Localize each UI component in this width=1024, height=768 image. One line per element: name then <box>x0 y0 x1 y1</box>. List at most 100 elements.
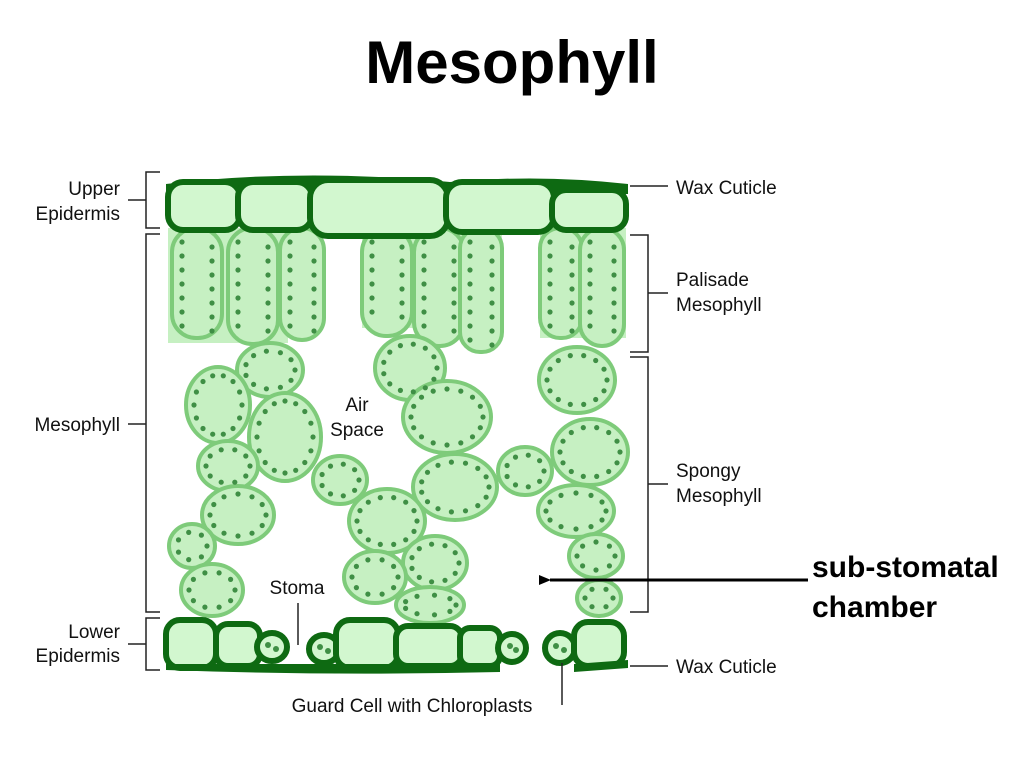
chloroplast-dot <box>287 281 293 287</box>
chloroplast-dot <box>475 465 481 471</box>
chloroplast-dot <box>369 253 375 259</box>
epidermis-cell <box>393 623 465 669</box>
chloroplast-dot <box>209 258 215 264</box>
chloroplast-dot <box>547 366 553 372</box>
palisade-cell <box>538 226 584 340</box>
chloroplast-dot <box>557 449 563 455</box>
chloroplast-dot <box>447 608 453 615</box>
guard-cell <box>254 630 290 664</box>
chloroplast-dot <box>399 272 405 278</box>
chloroplast-dot <box>377 541 383 548</box>
chloroplast-dot <box>447 596 453 602</box>
chloroplast-dot <box>451 314 457 320</box>
chloroplast-dot <box>544 377 550 383</box>
chloroplast-dot <box>235 309 241 315</box>
palisade-cell <box>278 226 326 342</box>
chloroplast-dot <box>232 479 238 485</box>
chloroplast-dot <box>311 272 317 278</box>
chloroplast-dot <box>179 267 185 273</box>
chloroplast-dot <box>243 473 249 479</box>
label-upper-epidermis-1: Upper <box>68 179 120 200</box>
chloroplast-dot <box>489 300 495 306</box>
chloroplast-dot <box>381 371 387 377</box>
epidermis-cell <box>165 179 243 233</box>
chloroplast-dot <box>204 543 210 549</box>
chloroplast-dot <box>186 587 192 593</box>
chloroplast-dot <box>265 286 271 292</box>
chloroplast-dot <box>239 402 245 408</box>
chloroplast-dot <box>537 458 543 464</box>
chloroplast-dot <box>265 244 271 250</box>
chloroplast-dot <box>451 244 457 250</box>
chloroplast-dot <box>271 401 277 407</box>
chloroplast-dot <box>434 365 440 371</box>
chloroplast-dot <box>587 309 593 315</box>
chloroplast-dot <box>606 429 612 436</box>
chloroplast-dot <box>581 401 587 407</box>
spongy-cell <box>536 483 616 539</box>
chloroplast-dot <box>573 490 579 496</box>
chloroplast-dot <box>381 359 387 365</box>
chloroplast-dot <box>207 453 213 459</box>
label-palisade-2: Mesophyll <box>676 295 762 316</box>
lower-epidermis <box>163 617 628 674</box>
chloroplast-dot <box>369 309 375 315</box>
chloroplast-dot <box>467 253 473 259</box>
chloroplast-dot <box>587 253 593 259</box>
chloroplast-dot <box>249 530 255 536</box>
chloroplast-dot <box>599 499 605 505</box>
chloroplast-dot <box>209 328 215 334</box>
chloroplast-dot <box>467 337 473 343</box>
chloroplast-dot <box>431 592 438 598</box>
chloroplast-dot <box>287 267 293 273</box>
chloroplast-dot <box>262 459 268 466</box>
chloroplast-dot <box>547 323 553 329</box>
label-lower-epidermis-1: Lower <box>68 622 120 643</box>
chloroplast-dot <box>467 323 473 329</box>
chloroplast-dot <box>411 425 417 431</box>
chloroplast-dot <box>235 281 241 287</box>
chloroplast-dot <box>421 323 427 329</box>
chloroplast-dot <box>422 345 428 351</box>
chloroplast-dot <box>357 528 363 535</box>
chloroplast-dot <box>611 300 617 306</box>
chloroplast-dot <box>287 239 293 245</box>
chloroplast-dot <box>429 541 435 547</box>
chloroplast-dot <box>580 543 586 549</box>
chloroplast-dot <box>352 487 358 493</box>
chloroplast-dot <box>594 473 600 479</box>
chloroplast-dot <box>277 384 283 390</box>
chloroplast-dot <box>399 258 405 264</box>
chloroplast-dot <box>311 300 317 306</box>
chloroplast-dot <box>249 494 255 500</box>
chloroplast-dot <box>604 377 610 383</box>
chloroplast-dot <box>617 449 623 455</box>
chloroplast-dot <box>308 448 314 454</box>
chloroplast-dot <box>243 372 249 378</box>
chloroplast-dot <box>558 492 564 498</box>
chloroplast-dot <box>486 484 492 490</box>
chloroplast-dot <box>391 585 397 591</box>
chloroplast-dot <box>416 574 422 581</box>
chloroplast-dot <box>414 611 420 617</box>
chloroplast-dot <box>311 314 317 320</box>
spongy-mesophyll-cells <box>167 334 630 625</box>
chloroplast-dot <box>191 402 197 408</box>
chloroplast-dot <box>512 482 519 488</box>
chloroplast-dot <box>429 579 435 585</box>
chloroplast-dot <box>282 470 288 476</box>
chloroplast-dot <box>262 408 268 415</box>
epidermis-cell <box>307 177 451 239</box>
chloroplast-dot <box>387 381 393 387</box>
chloroplast-dot <box>288 377 294 383</box>
label-spongy-1: Spongy <box>676 461 741 482</box>
chloroplast-dot <box>611 286 617 292</box>
chloroplast-dot <box>365 591 371 597</box>
chloroplast-dot <box>431 354 437 360</box>
chloroplast-dot <box>247 463 253 469</box>
chloroplast-dot <box>327 491 334 497</box>
chloroplast-dot <box>547 388 553 394</box>
spongy-cell <box>401 379 493 455</box>
chloroplast-dot <box>243 453 249 459</box>
spongy-cell <box>550 417 630 487</box>
